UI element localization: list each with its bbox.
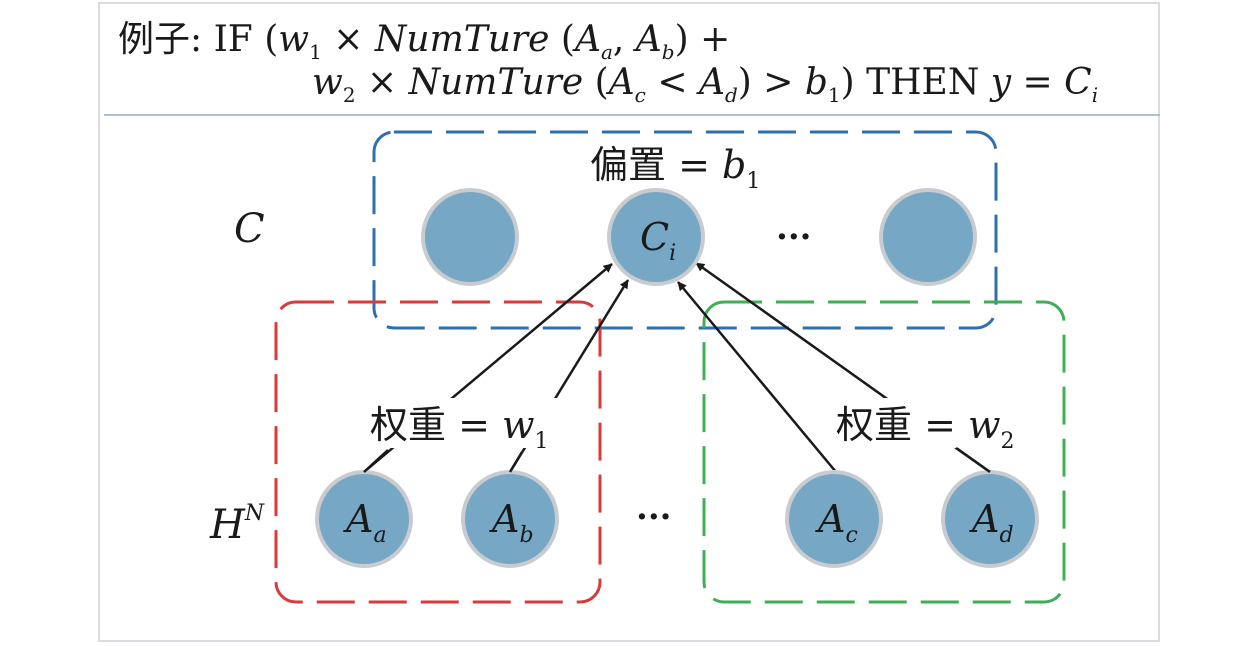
- top-ellipsis: ···: [776, 217, 812, 257]
- node-ac-label: Ac: [815, 497, 858, 548]
- row-label-hn: HN: [209, 501, 265, 548]
- bias-label: 偏置 = b1: [590, 143, 760, 194]
- weight-left-label-bg: [366, 398, 572, 448]
- weight-left-stub-ab: [508, 451, 524, 473]
- output-node-1: [421, 188, 519, 286]
- weight-left-label: 权重 = w1: [370, 403, 549, 454]
- row-label-c: C: [234, 206, 265, 252]
- node-ad-label: Ad: [969, 497, 1014, 548]
- rule-line-1: 例子: IF (w1 × NumTure (Aa, Ab) +: [118, 19, 731, 64]
- rule-line-2: w2 × NumTure (Ac < Ad) > b1) THEN y = Ci: [312, 62, 1099, 107]
- node-ab-label: Ab: [489, 497, 534, 548]
- bias-group-box: [372, 130, 998, 330]
- weight-right-label: 权重 = w2: [836, 403, 1015, 454]
- node-ci-label: Ci: [640, 215, 676, 266]
- output-node-last: [879, 188, 977, 286]
- input-node-ac: [785, 470, 883, 568]
- bias-label-bg: [584, 138, 794, 188]
- output-node-ci: [607, 188, 705, 286]
- arrow-ac-to-ci: [677, 281, 837, 473]
- weight-right-stub-ad: [955, 446, 991, 474]
- header-divider: [104, 114, 1160, 116]
- left-weight-group-box: [274, 300, 602, 604]
- right-weight-group-box: [702, 300, 1066, 604]
- bottom-ellipsis: ···: [636, 497, 672, 537]
- node-aa-label: Aa: [343, 497, 387, 548]
- weight-left-stub-aa: [363, 449, 389, 473]
- weight-right-label-bg: [832, 398, 1038, 448]
